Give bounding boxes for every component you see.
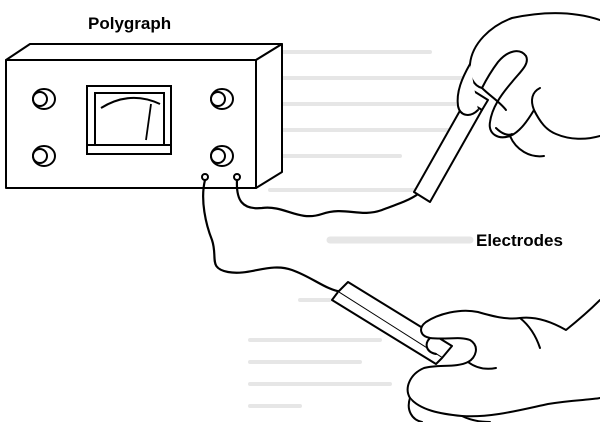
meter-dial-icon (86, 85, 172, 155)
electrodes-label: Electrodes (476, 231, 563, 250)
hand-icon (456, 12, 600, 158)
electrode-probe-icon (331, 281, 453, 365)
background-ghost-text (248, 50, 474, 408)
hand-icon (406, 299, 600, 423)
lead-wire-icon (202, 178, 420, 294)
polygraph-label: Polygraph (88, 14, 172, 33)
terminal-icon (201, 173, 241, 181)
knob-icon (32, 88, 234, 167)
